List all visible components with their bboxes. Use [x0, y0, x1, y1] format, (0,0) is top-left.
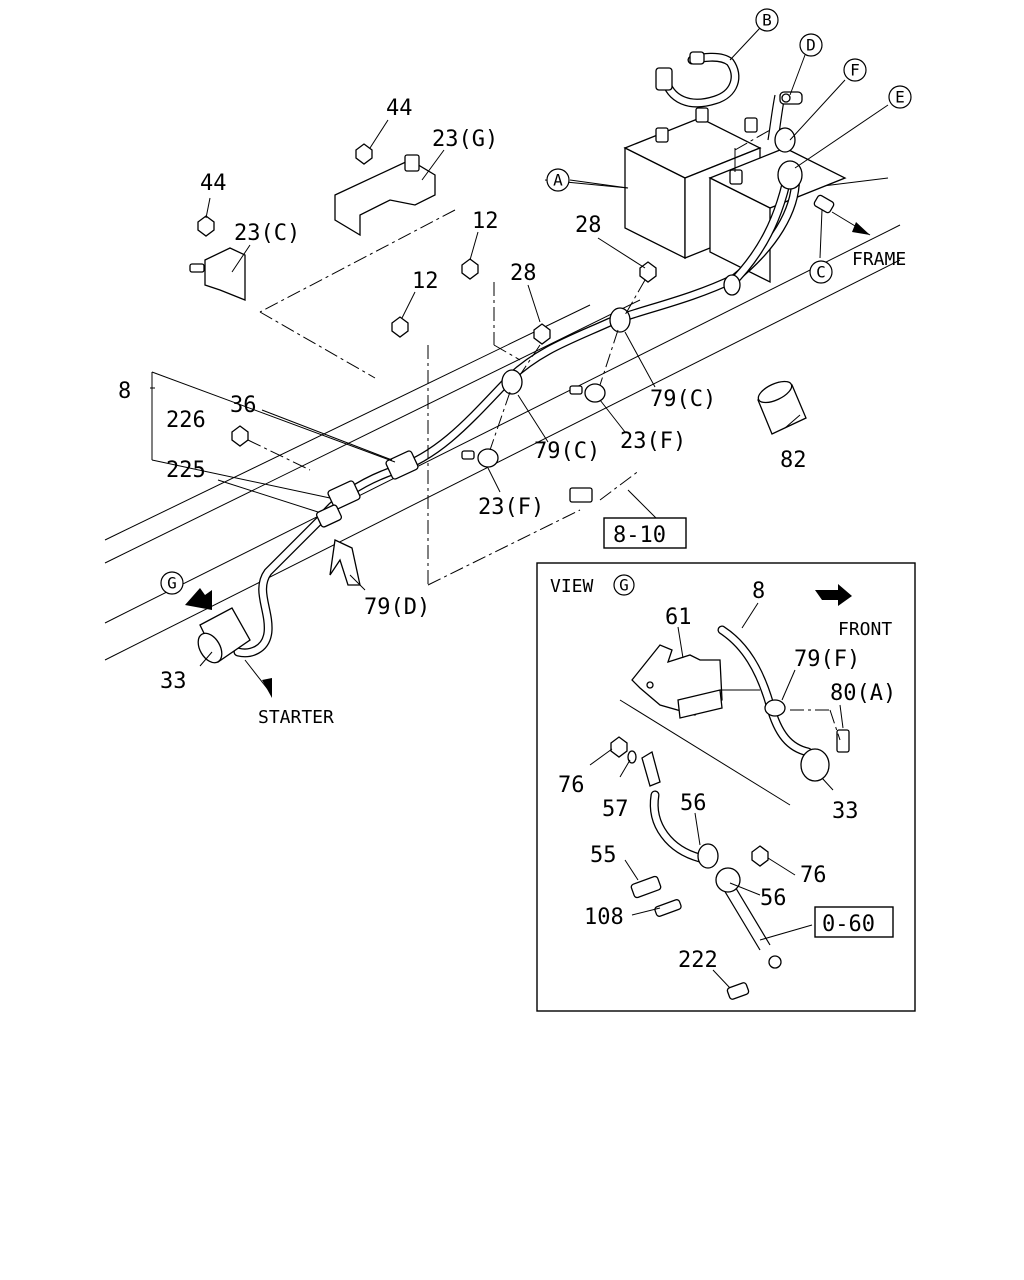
label-82: 82: [780, 448, 807, 473]
view-g-label-56-right: 56: [760, 886, 787, 911]
label-12-right: 12: [472, 209, 499, 234]
clips: [189, 51, 835, 664]
label-79c-left: 79(C): [534, 439, 600, 464]
callout-c: C: [816, 263, 826, 282]
ref-8-10: 8-10: [613, 523, 666, 548]
label-23f-right: 23(F): [620, 429, 686, 454]
label-starter: STARTER: [258, 707, 334, 728]
batteries: [623, 107, 847, 284]
view-g-label-61: 61: [665, 605, 692, 630]
callout-e: E: [895, 88, 905, 107]
callout-f: F: [850, 61, 860, 80]
callout-a: A: [553, 171, 563, 190]
boot-33: [197, 607, 251, 664]
label-44-top: 44: [386, 96, 413, 121]
view-g-front-label: FRONT: [838, 619, 892, 640]
view-g-label-33: 33: [832, 799, 859, 824]
leader-dash-lines: [247, 129, 771, 586]
view-g-label-8: 8: [752, 579, 765, 604]
view-g-inset: VIEW G FRONT: [536, 562, 916, 1012]
label-23g: 23(G): [432, 127, 498, 152]
callout-d: D: [806, 36, 816, 55]
label-23f-left: 23(F): [478, 495, 544, 520]
label-44-left: 44: [200, 171, 227, 196]
label-12-left: 12: [412, 269, 439, 294]
view-g-label-55: 55: [590, 843, 617, 868]
view-g-direction-arrow: [185, 588, 212, 610]
label-33: 33: [160, 669, 187, 694]
view-g-title: VIEW: [550, 576, 594, 597]
sleeve-82: [757, 380, 807, 435]
callout-circles: B D F E A C G: [160, 8, 912, 595]
label-226: 226: [166, 408, 206, 433]
label-79c-right: 79(C): [650, 387, 716, 412]
view-g-label-57: 57: [602, 797, 629, 822]
view-g-label-222: 222: [678, 948, 718, 973]
view-g-label-80a: 80(A): [830, 681, 896, 706]
label-225: 225: [166, 458, 206, 483]
label-28-left: 28: [510, 261, 537, 286]
label-28-right: 28: [575, 213, 602, 238]
label-8: 8: [118, 379, 131, 404]
label-23c: 23(C): [234, 221, 300, 246]
view-g-label-108: 108: [584, 905, 624, 930]
front-arrow-icon: [815, 584, 852, 606]
callout-g: G: [167, 574, 177, 593]
view-g-ref-0-60: 0-60: [822, 912, 875, 937]
view-g-label-76-left: 76: [558, 773, 585, 798]
label-36: 36: [230, 393, 257, 418]
arrows: [185, 211, 871, 698]
label-79d: 79(D): [364, 595, 430, 620]
view-g-label-79f: 79(F): [794, 647, 860, 672]
label-leaders: [150, 27, 889, 667]
label-frame: FRAME: [852, 249, 906, 270]
view-g-label-56-top: 56: [680, 791, 707, 816]
part-labels: 44 23(G) 44 23(C) 12 12 28 28 79(C) 79(C…: [118, 96, 906, 728]
view-g-callout: G: [619, 576, 629, 595]
view-g-label-76-right: 76: [800, 863, 827, 888]
callout-b: B: [762, 11, 772, 30]
